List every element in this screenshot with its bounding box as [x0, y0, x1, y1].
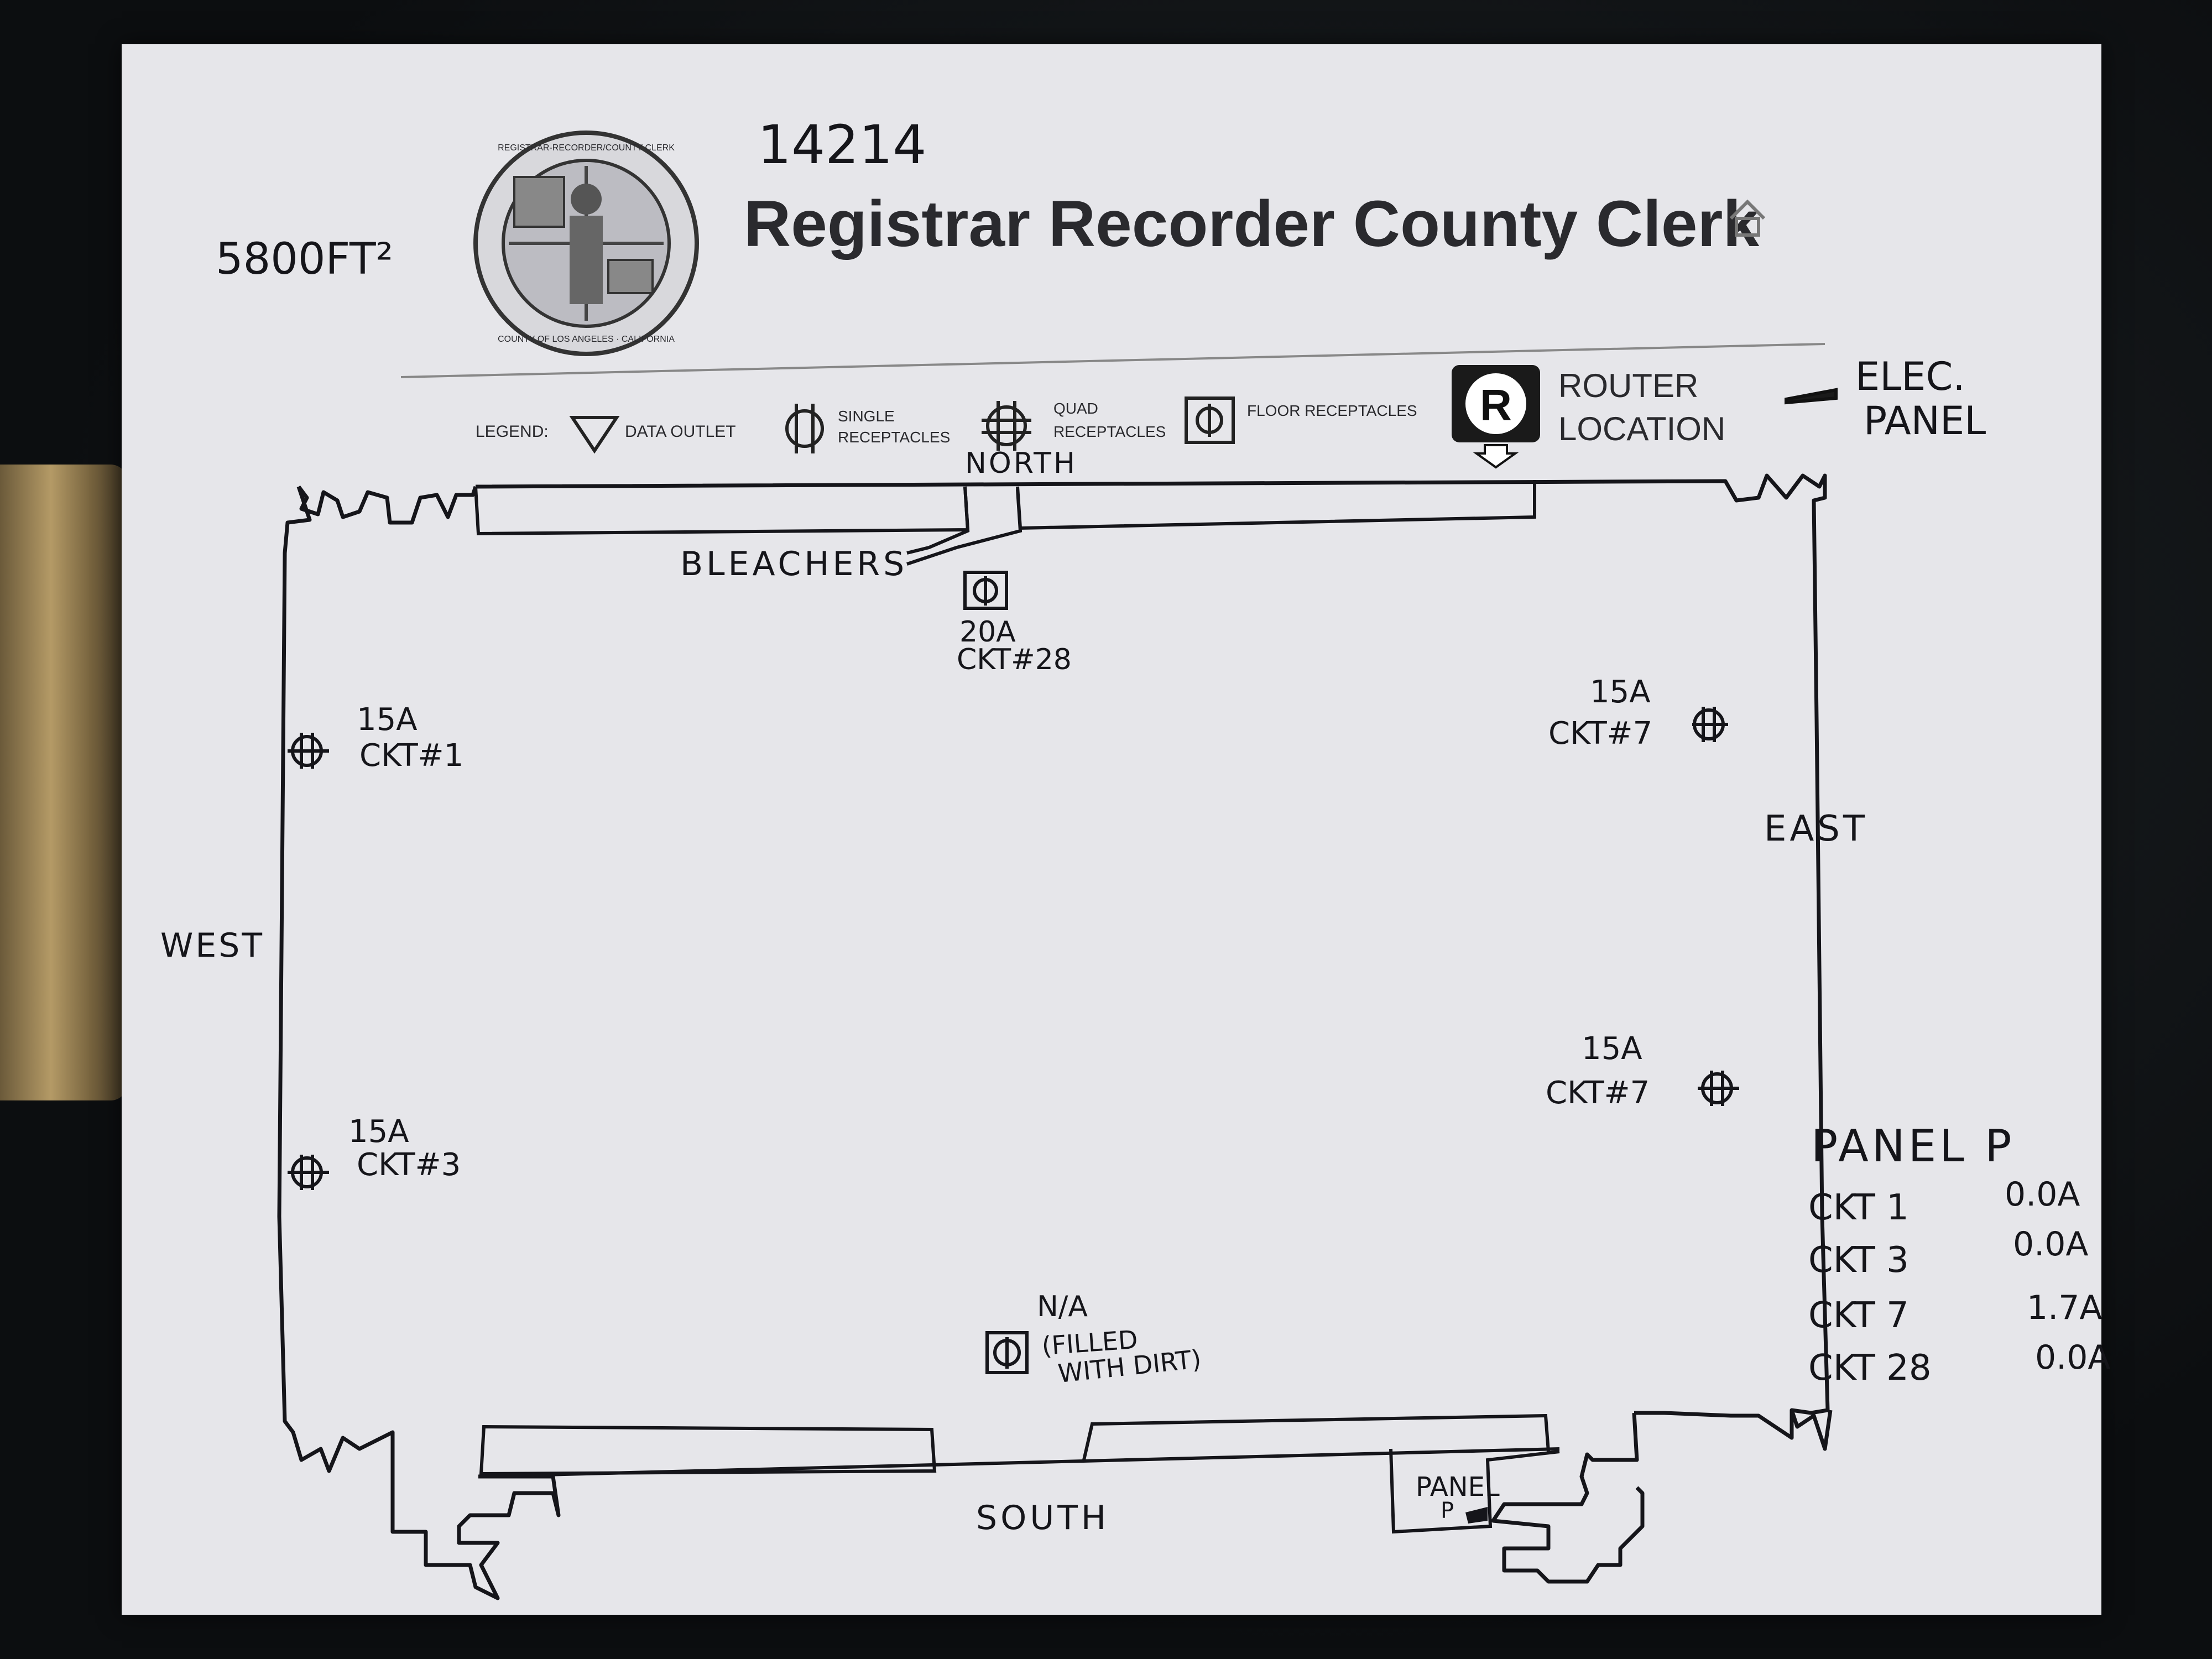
receptacle-note-line2: (FILLED — [1041, 1324, 1139, 1361]
building-outline — [277, 473, 1833, 1600]
receptacle-circuit: CKT#7 — [1546, 1075, 1650, 1111]
panel-p-room — [1389, 1448, 1560, 1534]
legend-data-outlet: DATA OUTLET — [625, 422, 736, 441]
electrical-panel-icon — [1785, 388, 1838, 405]
panel-row-circuit: CKT 28 — [1808, 1348, 1932, 1389]
legend-single-line1: SINGLE — [838, 408, 895, 425]
legend-label: LEGEND: — [476, 422, 549, 441]
binder-clip — [0, 465, 127, 1100]
panel-row-load: 0.0A — [2005, 1175, 2080, 1214]
receptacle-amps: 20A — [959, 615, 1016, 649]
legend-elec-line2: PANEL — [1864, 398, 1986, 444]
panel-p-label-line1: PANEL — [1416, 1472, 1500, 1503]
single-receptacle-icon — [288, 733, 329, 769]
home-icon — [1729, 199, 1766, 237]
receptacle-amps: 15A — [357, 702, 418, 738]
west-label: WEST — [160, 926, 264, 965]
page-title: Registrar Recorder County Clerk — [744, 187, 1759, 260]
legend-quad-line1: QUAD — [1053, 400, 1098, 417]
legend-floor: FLOOR RECEPTACLES — [1247, 402, 1417, 419]
quad-receptacle-icon — [982, 401, 1031, 451]
floor-receptacle-icon — [1185, 397, 1235, 444]
receptacle-amps: 15A — [1582, 1031, 1642, 1067]
south-bleachers — [478, 1413, 1560, 1478]
router-location-icon: R — [1452, 365, 1540, 469]
legend-single-line2: RECEPTACLES — [838, 429, 950, 446]
north-bleachers — [474, 480, 1536, 566]
seal-text-bottom: COUNTY OF LOS ANGELES · CALIFORNIA — [498, 335, 675, 344]
legend-router-line2: LOCATION — [1558, 410, 1725, 447]
county-seal — [473, 131, 699, 356]
panel-row-load: 0.0A — [2035, 1338, 2110, 1377]
receptacle-amps: 15A — [348, 1114, 409, 1150]
panel-p-marker — [1465, 1507, 1488, 1524]
floor-receptacle-icon — [963, 571, 1008, 610]
single-receptacle-icon — [1698, 1071, 1739, 1106]
router-symbol: R — [1480, 380, 1512, 430]
legend-quad-line2: RECEPTACLES — [1053, 423, 1166, 440]
panel-row-circuit: CKT 1 — [1808, 1187, 1909, 1228]
seal-text-top: REGISTRAR-RECORDER/COUNTY CLERK — [498, 143, 675, 153]
single-receptacle-icon — [288, 1155, 329, 1190]
panel-row-circuit: CKT 3 — [1808, 1240, 1909, 1281]
receptacle-circuit: CKT#3 — [357, 1147, 461, 1183]
receptacle-note-line1: N/A — [1037, 1290, 1088, 1323]
east-label: EAST — [1764, 808, 1868, 849]
area-annotation: 5800FT² — [216, 234, 393, 284]
single-receptacle-icon — [785, 404, 824, 453]
paper-sheet — [122, 44, 2101, 1615]
bleachers-label: BLEACHERS — [680, 545, 907, 583]
legend-router-line1: ROUTER — [1558, 367, 1698, 404]
receptacle-amps: 15A — [1590, 674, 1651, 710]
legend-elec-line1: ELEC. — [1855, 354, 1965, 399]
panel-table-title: PANEL P — [1811, 1120, 2015, 1172]
panel-row-circuit: CKT 7 — [1808, 1295, 1909, 1336]
receptacle-circuit: CKT#1 — [359, 738, 463, 774]
south-label: SOUTH — [976, 1499, 1109, 1537]
receptacle-circuit: CKT#28 — [957, 643, 1072, 676]
panel-table: PANEL P CKT 1 0.0A CKT 3 0.0A CKT 7 1.7A… — [1808, 1120, 2110, 1389]
data-outlet-icon — [569, 416, 620, 454]
receptacle-circuit: CKT#7 — [1548, 716, 1652, 752]
single-receptacle-icon — [1692, 707, 1728, 742]
floor-receptacle-icon — [985, 1331, 1029, 1374]
panel-row-load: 1.7A — [2027, 1288, 2102, 1327]
north-label: NORTH — [965, 447, 1077, 480]
panel-p-label-line2: P — [1441, 1498, 1454, 1524]
header-rule — [400, 343, 1825, 378]
job-number: 14214 — [758, 114, 926, 176]
panel-row-load: 0.0A — [2013, 1225, 2088, 1264]
